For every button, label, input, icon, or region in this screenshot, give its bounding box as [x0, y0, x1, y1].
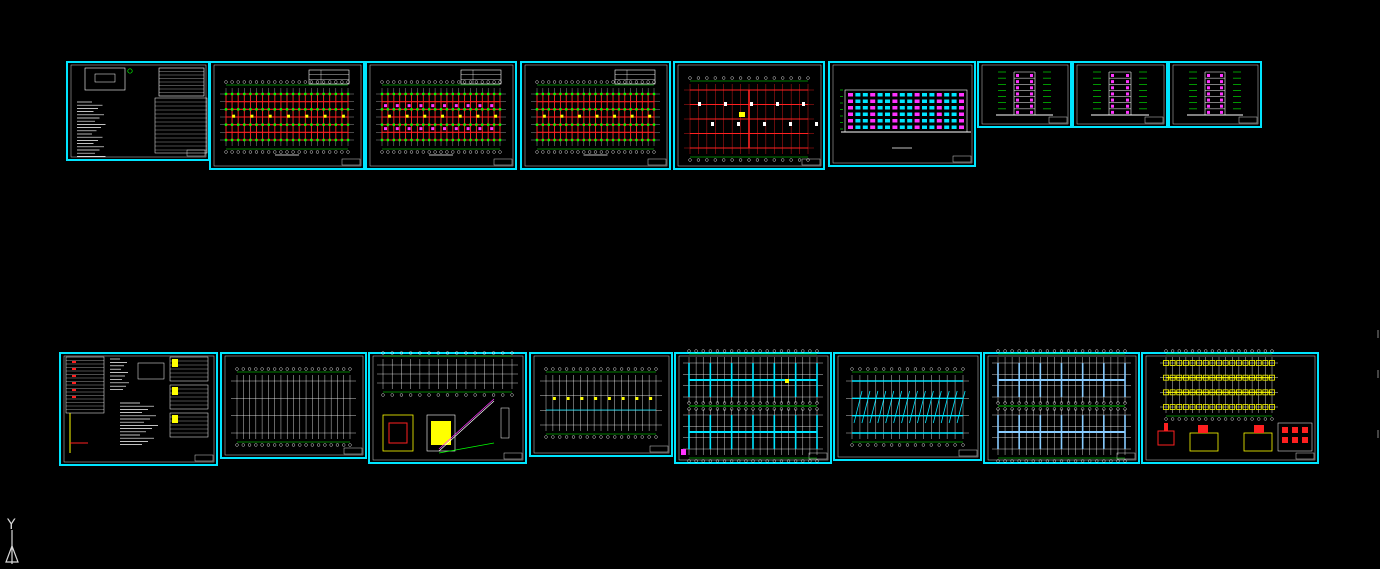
- sheet-s-slab-plan-2[interactable]: [983, 349, 1140, 464]
- sheet-a-roof-plan[interactable]: [673, 61, 825, 170]
- sheet-a-floor-plan-2[interactable]: [365, 61, 517, 170]
- sheet-a-section-1[interactable]: [977, 61, 1072, 128]
- sheet-a-floor-plan-1[interactable]: [209, 61, 365, 170]
- sheet-s-grid-plan[interactable]: [220, 352, 367, 459]
- ucs-icon: Y: [5, 517, 19, 564]
- sheet-a-front-elevation[interactable]: [828, 61, 976, 167]
- ucs-axis-label: Y: [6, 517, 16, 533]
- sheet-a-floor-plan-3[interactable]: [520, 61, 671, 170]
- sheet-s-slab-plan[interactable]: [833, 352, 982, 461]
- sheet-a-cover[interactable]: [66, 61, 210, 161]
- sheet-s-beam-plan-1[interactable]: [529, 352, 673, 457]
- scroll-edge-marks: [1377, 330, 1379, 438]
- sheet-a-section-2[interactable]: [1072, 61, 1168, 128]
- sheet-a-section-3[interactable]: [1168, 61, 1262, 128]
- sheet-s-foundation-plan[interactable]: [1141, 349, 1319, 464]
- sheet-s-beam-plan-2[interactable]: [674, 349, 832, 464]
- sheet-s-general-notes[interactable]: [59, 352, 218, 466]
- sheet-s-stair-details[interactable]: [368, 351, 527, 464]
